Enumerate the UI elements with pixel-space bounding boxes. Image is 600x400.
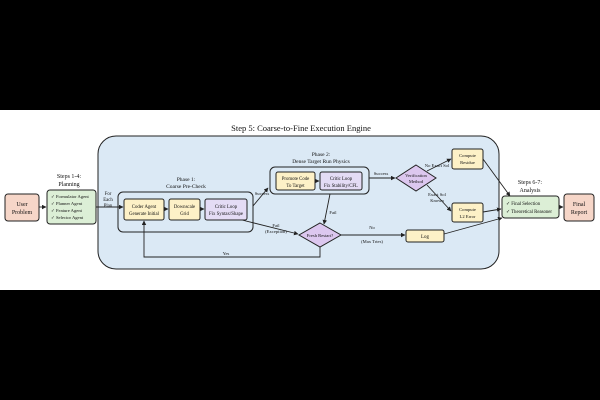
user-problem-line2: Problem xyxy=(12,210,33,216)
verification-method-diamond xyxy=(395,164,437,192)
planning-item: ✓ Formulator Agent xyxy=(51,194,90,199)
user-problem-box xyxy=(4,193,40,222)
planning-item: ✓ Feature Agent xyxy=(51,208,83,213)
verification-line1: Verification xyxy=(405,173,427,178)
label-exact-known-line2: Known xyxy=(430,198,444,203)
critic1-line1: Critic Loop xyxy=(215,205,238,210)
fresh-restart-label: Fresh Restart? xyxy=(307,233,333,238)
critic-loop-stability-box xyxy=(319,171,363,191)
critic1-line2: Fix Syntax/Shape xyxy=(209,212,243,217)
arrow-critic2-fail xyxy=(322,193,331,225)
downscale-line2: Grid xyxy=(180,212,189,217)
phase1-title-line2: Coarse Pre-Check xyxy=(166,184,206,190)
compute-residue-box xyxy=(451,148,484,170)
log-box xyxy=(405,229,445,243)
label-fail: Fail xyxy=(329,210,337,215)
arrow-residue-to-analysis xyxy=(482,158,511,197)
arrow-phase1-success xyxy=(252,187,269,207)
label-fail-exception-line2: (Exception) xyxy=(265,229,287,234)
residue-line1: Compute xyxy=(459,153,476,158)
label-exact-known-line1: Exact Sol xyxy=(428,192,446,197)
coder-agent-line2: Generate Initial xyxy=(129,212,160,217)
planning-item: ✓ Selector Agent xyxy=(51,215,84,220)
phase2-title-line1: Phase 2: xyxy=(312,152,331,158)
final-report-line1: Final xyxy=(573,202,586,208)
arrow-l2-to-analysis xyxy=(482,207,502,213)
connectors xyxy=(39,158,564,258)
arrow-log-to-analysis xyxy=(443,216,503,235)
planning-item: ✓ Planner Agent xyxy=(51,201,83,206)
label-success-phase2: Success xyxy=(374,171,389,176)
for-each-plan-line1: For xyxy=(105,192,112,197)
label-fail-exception-line1: Fail xyxy=(272,223,280,228)
critic2-line2: Fix Stability/CFL xyxy=(324,184,358,189)
for-each-plan-line3: Plan xyxy=(104,204,113,209)
final-report-line2: Report xyxy=(571,210,588,216)
analysis-item: ✓ Final Selection xyxy=(506,201,541,207)
compute-l2-error-box xyxy=(451,202,484,223)
verification-line2: Method xyxy=(409,179,424,184)
label-success-phase1: Success xyxy=(255,191,270,196)
l2-line1: Compute xyxy=(459,207,476,212)
log-label: Log xyxy=(421,235,430,240)
planning-title-line2: Planning xyxy=(58,182,79,188)
phase2-title-line2: Dense Target Run Physics xyxy=(292,159,350,165)
phase2-container xyxy=(269,166,370,195)
coder-agent-line1: Coder Agent xyxy=(132,205,157,210)
execution-engine-container xyxy=(97,135,500,270)
analysis-title-line1: Steps 6-7: xyxy=(518,180,543,186)
label-no-exact: No Exact Sol xyxy=(425,163,450,168)
arrow-verif-exact xyxy=(426,184,452,212)
analysis-title-line2: Analysis xyxy=(520,188,542,194)
analysis-item: ✓ Theoretical Reasoner xyxy=(506,209,552,215)
arrow-phase1-fail xyxy=(241,219,299,236)
phase1-container xyxy=(117,191,254,233)
critic2-line1: Critic Loop xyxy=(330,177,353,182)
critic-loop-syntax-box xyxy=(204,198,248,221)
l2-line2: L2 Error xyxy=(460,214,476,219)
label-no-max-line1: No xyxy=(369,225,375,230)
planning-title-line1: Steps 1-4: xyxy=(57,174,82,180)
label-no-max-line2: (Max Tries) xyxy=(361,239,383,244)
downscale-line1: Downscale xyxy=(174,205,195,210)
arrow-verif-no-exact xyxy=(426,158,452,172)
diagram-title: Step 5: Coarse-to-Fine Execution Engine xyxy=(231,123,371,133)
promote-line2: To Target xyxy=(286,184,305,189)
for-each-plan-line2: Each xyxy=(103,198,113,203)
residue-line2: Residue xyxy=(460,160,475,165)
user-problem-line1: User xyxy=(16,202,27,208)
promote-line1: Promote Code xyxy=(282,177,310,182)
final-report-box xyxy=(563,193,595,222)
label-yes: Yes xyxy=(223,251,230,256)
phase1-title-line1: Phase 1: xyxy=(177,177,196,183)
diagram-canvas: Step 5: Coarse-to-Fine Execution Engine … xyxy=(0,110,600,290)
arrow-restart-yes xyxy=(141,220,321,258)
